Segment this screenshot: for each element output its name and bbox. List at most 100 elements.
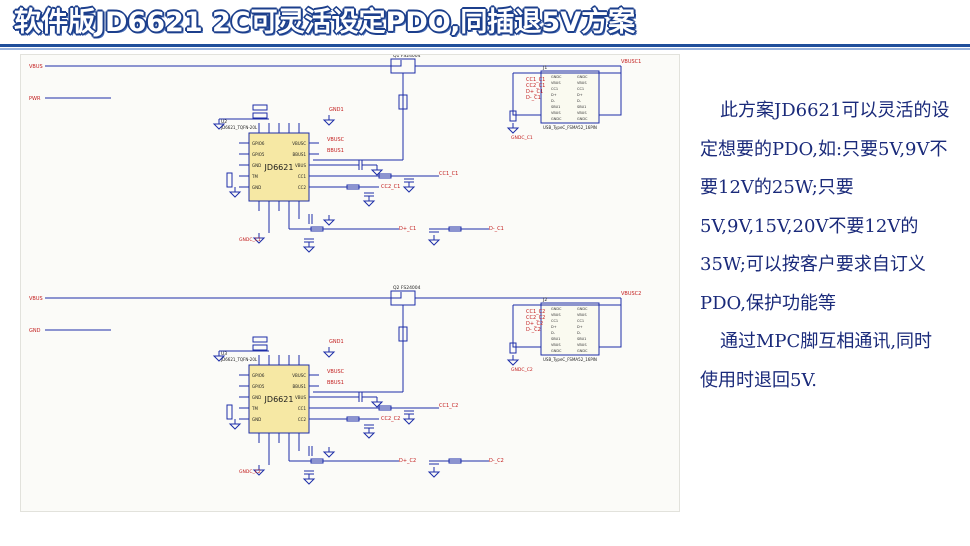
- connector-pin-label: GNDC: [551, 117, 562, 121]
- gnd1-label: GND1: [329, 107, 344, 113]
- ground-icon: [322, 451, 336, 458]
- d-resistor-icon: [310, 458, 324, 464]
- ic-pin-label: BBUS1: [293, 384, 307, 389]
- connector-net-label: D+_C1: [526, 89, 543, 95]
- cc1-net-label: CC1_C1: [439, 171, 458, 177]
- ground-icon: [402, 186, 416, 193]
- connector-net-label: CC2_C1: [526, 83, 545, 89]
- cc1-resistor-icon: [378, 173, 392, 179]
- description-paragraph-2: 通过MPC脚互相通讯,同时使用时退回5V.: [700, 331, 933, 391]
- gndc-bottom-label: GNDC_C2: [239, 469, 261, 475]
- connector-pin-label: GNDC: [551, 307, 562, 311]
- ic-pin-label: BBUS1: [293, 152, 307, 157]
- ground-icon: [252, 237, 266, 244]
- ic-pin-label: CC2: [298, 417, 307, 422]
- connector-pin-label: GNDC: [577, 75, 588, 79]
- connector-net-label: CC1_C1: [526, 77, 545, 83]
- ic-ref: U2: [221, 119, 227, 125]
- connector-wire: [512, 73, 541, 116]
- connector-pin-label: D+: [577, 93, 583, 97]
- bbus-label: BBUS1: [327, 380, 344, 386]
- ic-pin-label: GPIO6: [252, 141, 265, 146]
- gndc-bottom-label: GNDC_C1: [239, 237, 261, 243]
- vbusc-label: VBUSC: [327, 137, 345, 143]
- connector-pin-label: GNDC: [577, 117, 588, 121]
- ic-pin-label: CC1: [298, 174, 307, 179]
- ground-icon: [506, 359, 520, 366]
- connector-wire: [512, 305, 541, 348]
- ic-pin-label: GPIO5: [252, 152, 265, 157]
- top-resistor-icon: [252, 344, 268, 351]
- connector-resistor-icon: [509, 110, 517, 122]
- ground-icon: [506, 127, 520, 134]
- connector-pin-label: GNDC: [577, 307, 588, 311]
- connector-pin-label: VBUS: [551, 111, 561, 115]
- ground-icon: [302, 478, 316, 485]
- vbus-out-label: VBUSC2: [621, 291, 641, 297]
- top-resistor-icon: [252, 336, 268, 343]
- ground-icon: [322, 351, 336, 358]
- connector-pin-label: D+: [551, 93, 557, 97]
- gate-resistor-icon: [398, 94, 408, 110]
- vbus-out-label: VBUSC1: [621, 59, 641, 65]
- connector-pin-label: CC1: [577, 319, 584, 323]
- type-c-connector-icon: [540, 70, 600, 124]
- gate-resistor-icon: [398, 326, 408, 342]
- connector-pin-label: D-: [577, 331, 582, 335]
- description-panel: 此方案JD6621可以灵活的设定想要的PDO,如:只要5V,9V不要12V的25…: [700, 92, 950, 400]
- gnd1-label: GND1: [329, 339, 344, 345]
- connector-pin-label: SBU1: [551, 337, 560, 341]
- ground-icon: [402, 418, 416, 425]
- ic-pin-label: CC1: [298, 406, 307, 411]
- ground-icon: [427, 239, 441, 246]
- ground-icon: [302, 246, 316, 253]
- connector-pin-label: VBUS: [551, 81, 561, 85]
- dplus-label: D+_C2: [399, 458, 416, 464]
- ground-icon: [252, 469, 266, 476]
- ground-icon: [370, 169, 384, 176]
- connector-label: USB_TypeC_FSMA52_16PIN: [543, 125, 597, 130]
- connector-label: USB_TypeC_FSMA52_16PIN: [543, 357, 597, 362]
- connector-pin-label: VBUS: [577, 81, 587, 85]
- ground-icon: [228, 423, 242, 430]
- jd6621-ic: [248, 364, 310, 434]
- connector-pin-label: VBUS: [577, 343, 587, 347]
- mosfet-label: Q1 FS24004: [393, 55, 421, 59]
- connector-net-label: CC2_C2: [526, 315, 545, 321]
- connector-wire: [513, 304, 622, 348]
- dplus-label: D+_C1: [399, 226, 416, 232]
- gndc-label: GNDC_C2: [511, 367, 533, 373]
- connector-pin-label: GNDC: [551, 349, 562, 353]
- ic-package: JD6621_TQFN-20L: [220, 357, 258, 362]
- connector-net-label: D-_C2: [526, 327, 541, 333]
- connector-pin-label: D+: [577, 325, 583, 329]
- top-resistor-icon: [252, 112, 268, 119]
- connector-pin-label: GNDC: [551, 75, 562, 79]
- ic-pin-label: GND: [252, 185, 261, 190]
- vbus-net-label: VBUS: [29, 296, 43, 302]
- ic-pin-label: GND: [252, 395, 261, 400]
- connector-pin-label: VBUS: [551, 343, 561, 347]
- type-c-connector-icon: [540, 302, 600, 356]
- vbus-rail: [45, 292, 402, 299]
- mosfet-label: Q2 FS24004: [393, 285, 421, 291]
- ic-pin-label: GND: [252, 417, 261, 422]
- connector-net-label: D+_C2: [526, 321, 543, 327]
- connector-pin-label: SBU1: [577, 337, 586, 341]
- vbus-net-label: VBUS: [29, 64, 43, 70]
- tm-resistor-icon: [226, 404, 233, 420]
- ground-icon: [212, 123, 226, 130]
- connector-pin-label: GNDC: [577, 349, 588, 353]
- ic-pin-label: TM: [251, 174, 258, 179]
- cc2-net-label: CC2_C1: [381, 184, 400, 190]
- d-resistor-icon: [448, 226, 462, 232]
- ic-pin-label: VBUS: [295, 395, 306, 400]
- input-net-label: GND: [29, 328, 41, 334]
- connector-pin-label: D-: [551, 99, 556, 103]
- connector-pin-label: CC1: [551, 319, 558, 323]
- connector-pin-label: D-: [577, 99, 582, 103]
- connector-net-label: CC1_C2: [526, 309, 545, 315]
- ground-icon: [228, 191, 242, 198]
- vbusc-label: VBUSC: [327, 369, 345, 375]
